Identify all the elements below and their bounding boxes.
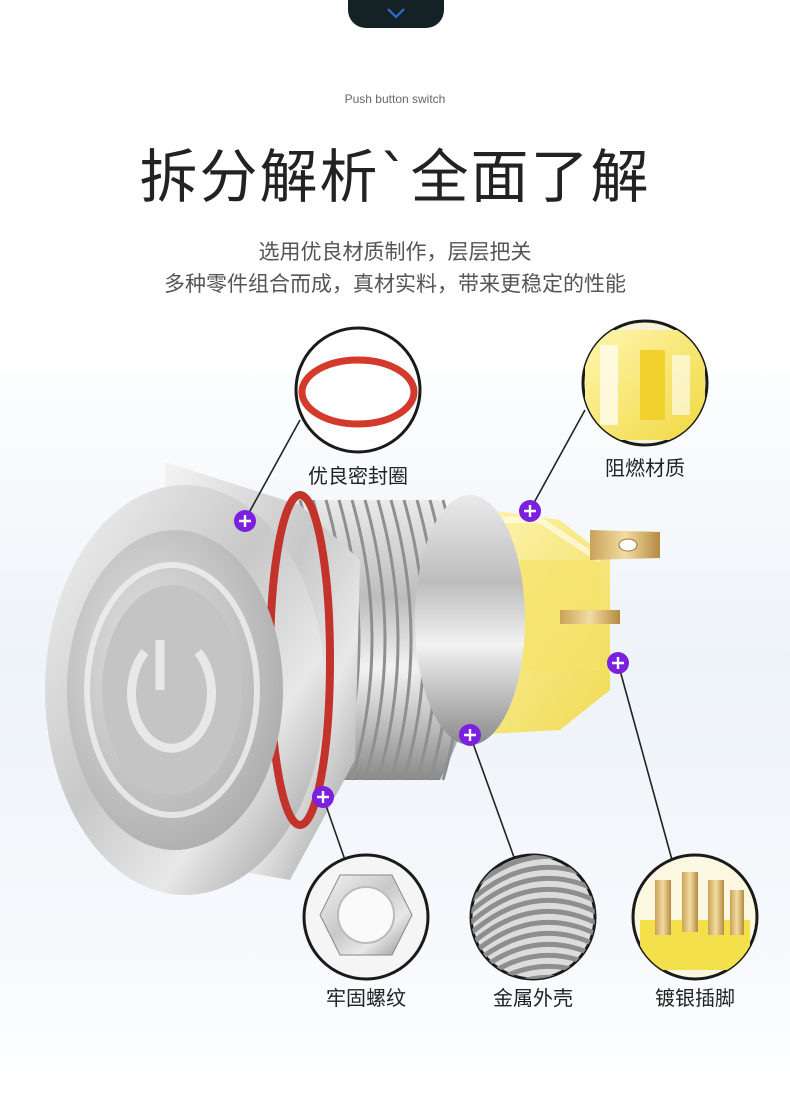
plus-icon — [459, 724, 481, 746]
page-subtitle: Push button switch — [344, 92, 446, 106]
plus-icon — [519, 500, 541, 522]
switch-front-cap — [45, 485, 334, 895]
plus-icon — [607, 652, 629, 674]
shell-thread-line — [471, 886, 595, 925]
label-silver-pins: 镀银插脚 — [655, 986, 735, 1010]
detail-o-ring — [294, 326, 422, 454]
chevron-down-icon — [387, 8, 405, 19]
detail-hex-nut — [302, 853, 430, 981]
plus-icon — [312, 786, 334, 808]
thread-line — [350, 499, 374, 781]
shell-thread-line — [471, 908, 595, 947]
shell-thread-line — [471, 897, 595, 936]
thread-line — [376, 499, 400, 781]
label-hex-nut: 牢固螺纹 — [326, 986, 406, 1010]
thread-line — [363, 499, 387, 781]
label-flame-retardant: 阻燃材质 — [605, 456, 685, 480]
shell-thread-line — [471, 930, 595, 969]
hotspot-markers — [234, 500, 629, 808]
top-tab[interactable] — [348, 0, 444, 28]
detail-silver-pins — [631, 853, 759, 981]
thread-line — [389, 499, 413, 781]
leader-lines — [244, 409, 673, 861]
shell-thread-line — [471, 974, 595, 979]
shell-thread-line — [471, 875, 595, 914]
label-o-ring: 优良密封圈 — [308, 464, 408, 488]
detail-flame-retardant — [581, 319, 709, 447]
description-line-2: 多种零件组合而成，真材实料，带来更稳定的性能 — [164, 272, 626, 296]
label-metal-shell: 金属外壳 — [493, 986, 573, 1010]
description-line-1: 选用优良材质制作，层层把关 — [258, 240, 532, 264]
silver-pins — [560, 530, 660, 624]
shell-thread-line — [471, 919, 595, 958]
plus-icon — [234, 510, 256, 532]
page-title: 拆分解析`全面了解 — [139, 143, 651, 211]
